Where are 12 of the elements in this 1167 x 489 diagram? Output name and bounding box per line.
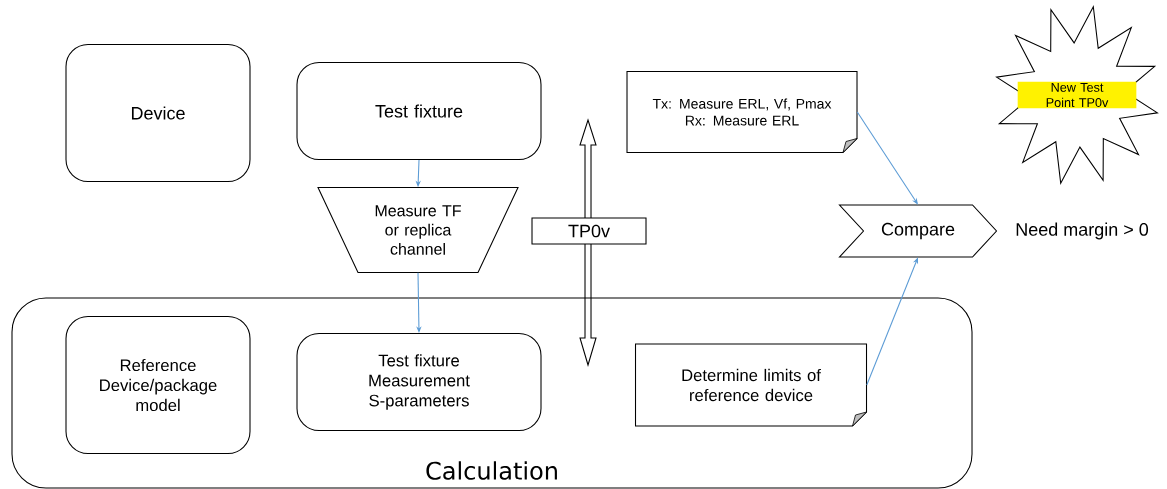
process-box: Device [65, 43, 251, 183]
process-box: Test fixture Measurement S-parameters [296, 332, 542, 432]
arrow [416, 272, 422, 333]
process-box: Reference Device/package model [65, 315, 251, 455]
process-box: Test fixture [296, 61, 542, 161]
note-text: Need margin > 0 [1016, 222, 1149, 240]
label-box: TP0v [531, 217, 647, 245]
trapezoid-box: Measure TF or replica channel [317, 186, 519, 274]
note-box: Determine limits of reference device [634, 343, 868, 427]
arrow [856, 111, 918, 205]
note-box: Tx: Measure ERL, Vf, Pmax Rx: Measure ERL [626, 70, 858, 154]
chevron-box: Compare [838, 204, 998, 258]
